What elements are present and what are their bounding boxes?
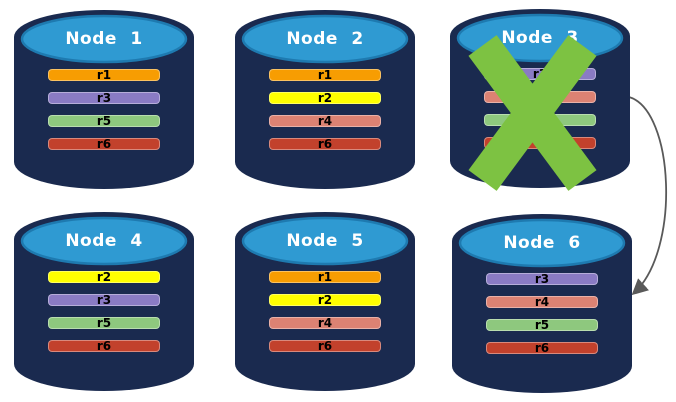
failure-x-icon (468, 35, 597, 191)
replica-bar-r2: r2 (48, 271, 160, 283)
replica-bar-r6: r6 (269, 138, 381, 150)
node-title: Node 2 (286, 29, 364, 49)
replica-label: r3 (96, 91, 112, 105)
node-title: Node 3 (501, 28, 579, 48)
replica-bar-r6: r6 (486, 342, 598, 354)
replica-bar-r6: r6 (48, 138, 160, 150)
replica-list: r1 r3 r5 r6 (48, 69, 160, 161)
replica-label: r3 (96, 293, 112, 307)
replica-label: r1 (317, 68, 333, 82)
replica-list: r2 r3 r5 r6 (48, 271, 160, 363)
replica-bar-r3: r3 (48, 92, 160, 104)
replica-label: r4 (534, 295, 550, 309)
replica-bar-r2: r2 (269, 92, 381, 104)
replica-label: r4 (317, 114, 333, 128)
replica-label: r5 (96, 316, 112, 330)
replica-label: r1 (317, 270, 333, 284)
replica-list: r1 r2 r4 r6 (269, 271, 381, 363)
db-node-3: Node 3 r3 (449, 8, 631, 191)
replica-label: r2 (317, 293, 333, 307)
replica-bar-r5: r5 (48, 115, 160, 127)
replica-bar-r4: r4 (486, 296, 598, 308)
replica-label: r5 (96, 114, 112, 128)
replica-bar-r3: r3 (486, 273, 598, 285)
node-title: Node 5 (286, 231, 364, 251)
replica-label: r6 (96, 137, 112, 151)
replica-label: r2 (96, 270, 112, 284)
replica-bar-r1: r1 (269, 271, 381, 283)
failover-arrow-path (628, 96, 667, 296)
replica-bar-r1: r1 (48, 69, 160, 81)
replica-list: r1 r2 r4 r6 (269, 69, 381, 161)
replica-label: r6 (96, 339, 112, 353)
replica-bar-r4: r4 (269, 115, 381, 127)
replica-label: r1 (96, 68, 112, 82)
db-node-1: Node 1 r1 r3 r5 r6 (13, 9, 195, 190)
db-node-5: Node 5 r1 r2 r4 r6 (234, 211, 416, 392)
replica-label: r6 (317, 137, 333, 151)
replica-bar-r1: r1 (269, 69, 381, 81)
db-node-4: Node 4 r2 r3 r5 r6 (13, 211, 195, 392)
db-node-2: Node 2 r1 r2 r4 r6 (234, 9, 416, 190)
replica-label: r3 (534, 272, 550, 286)
replica-label: r6 (317, 339, 333, 353)
replica-label: r5 (534, 318, 550, 332)
replica-list: r3 r4 r5 r6 (486, 273, 598, 365)
replica-bar-r3: r3 (48, 294, 160, 306)
db-node-6: Node 6 r3 r4 r5 r6 (451, 213, 633, 394)
replica-label: r2 (317, 91, 333, 105)
replica-bar-r2: r2 (269, 294, 381, 306)
replica-bar-r5: r5 (486, 319, 598, 331)
replica-label: r6 (534, 341, 550, 355)
replica-bar-r6: r6 (269, 340, 381, 352)
replica-bar-r4: r4 (269, 317, 381, 329)
replica-label: r4 (317, 316, 333, 330)
node-title: Node 6 (503, 233, 581, 253)
node-title: Node 1 (65, 29, 143, 49)
replica-bar-r5: r5 (48, 317, 160, 329)
replica-bar-r6: r6 (48, 340, 160, 352)
node-title: Node 4 (65, 231, 143, 251)
